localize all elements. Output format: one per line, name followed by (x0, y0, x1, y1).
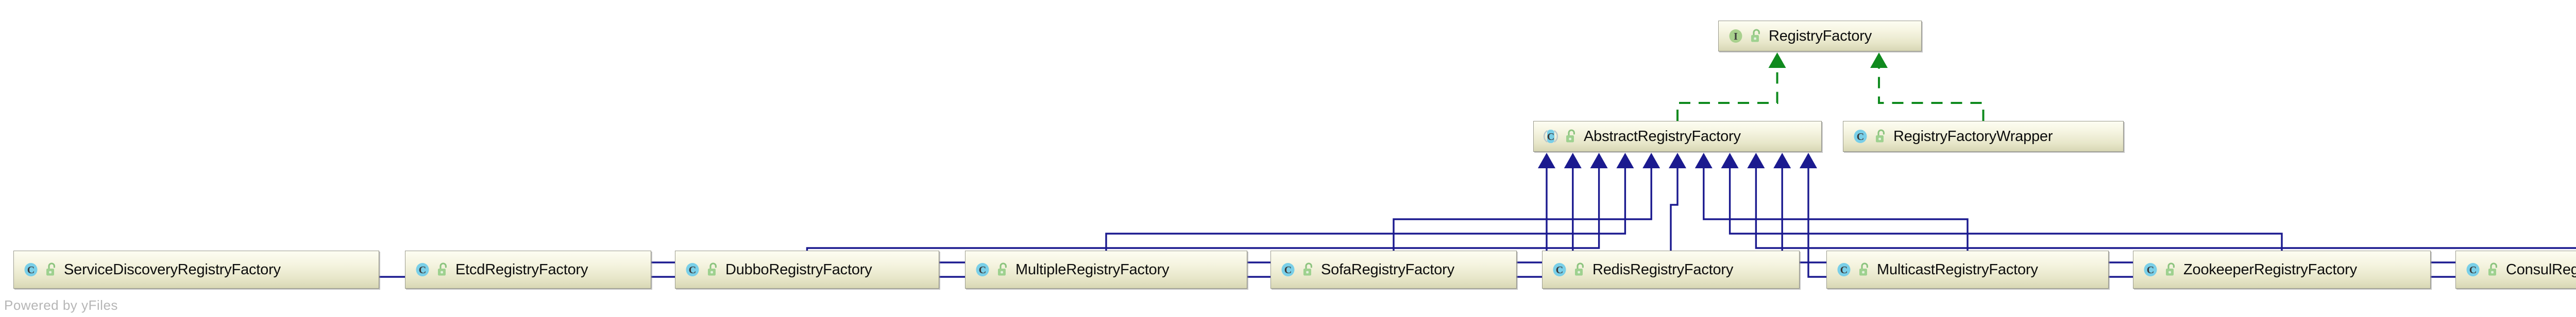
public-unlocked-padlock-icon (1857, 262, 1871, 277)
uml-node-content: C RedisRegistryFactory (1551, 261, 1799, 278)
svg-text:C: C (1284, 265, 1292, 276)
uml-node-abstract-registry-factory[interactable]: C AbstractRegistryFactory (1533, 121, 1822, 152)
implements-edge-registry-factory-wrapper (1878, 67, 1985, 121)
uml-node-content: C ServiceDiscoveryRegistryFactory (22, 261, 379, 278)
abstract-class-badge-icon: C (1542, 128, 1560, 145)
uml-node-label: ServiceDiscoveryRegistryFactory (64, 261, 281, 278)
class-badge-icon: C (1551, 261, 1568, 278)
uml-node-label: EtcdRegistryFactory (455, 261, 588, 278)
extends-edge-zookeeper-registry-factory (1728, 167, 2283, 251)
uml-node-sofa-registry-factory[interactable]: C SofaRegistryFactory (1270, 251, 1517, 289)
svg-text:C: C (1556, 265, 1563, 276)
extends-arrowhead-dubbo-registry-factory (1590, 153, 1608, 168)
svg-text:C: C (1857, 131, 1864, 143)
extends-edge-etcd-registry-factory (527, 167, 1574, 263)
class-badge-icon: C (1279, 261, 1297, 278)
uml-node-label: AbstractRegistryFactory (1584, 128, 1741, 145)
extends-edge-consul-registry-factory (1755, 167, 2576, 249)
svg-text:C: C (27, 265, 35, 276)
uml-node-label: RedisRegistryFactory (1592, 261, 1734, 278)
class-badge-icon: C (684, 261, 701, 278)
public-unlocked-padlock-icon (1573, 262, 1586, 277)
svg-text:C: C (2469, 265, 2477, 276)
extends-edge-multicast-registry-factory (1703, 167, 1969, 251)
uml-node-multicast-registry-factory[interactable]: C MulticastRegistryFactory (1826, 251, 2109, 289)
uml-node-label: DubboRegistryFactory (725, 261, 872, 278)
uml-node-etcd-registry-factory[interactable]: C EtcdRegistryFactory (405, 251, 651, 289)
uml-node-label: MulticastRegistryFactory (1877, 261, 2038, 278)
class-badge-icon: C (414, 261, 431, 278)
uml-node-content: C MultipleRegistryFactory (974, 261, 1247, 278)
extends-arrowhead-abstract-registry-factory-deprecated (1773, 153, 1791, 168)
extends-arrowhead-zookeeper-registry-factory (1721, 153, 1739, 168)
uml-node-content: C RegistryFactoryWrapper (1852, 128, 2123, 145)
extends-edge-dubbo-registry-factory (806, 167, 1600, 251)
implements-arrowhead-abstract-registry-factory (1768, 52, 1786, 68)
uml-node-content: C SofaRegistryFactory (1279, 261, 1516, 278)
uml-node-label: RegistryFactory (1769, 27, 1872, 44)
public-unlocked-padlock-icon (2486, 262, 2500, 277)
uml-node-consul-registry-factory[interactable]: C ConsulRegistryFactory (2455, 251, 2576, 289)
extends-edge-sofa-registry-factory (1393, 167, 1652, 251)
extends-arrowhead-etcd-registry-factory (1564, 153, 1582, 168)
uml-node-service-discovery-registry-factory[interactable]: C ServiceDiscoveryRegistryFactory (13, 251, 379, 289)
implements-edge-abstract-registry-factory (1676, 67, 1778, 121)
uml-node-content: C AbstractRegistryFactory (1542, 128, 1821, 145)
svg-text:C: C (1840, 265, 1848, 276)
extends-edge-multiple-registry-factory (1105, 167, 1626, 251)
uml-node-dubbo-registry-factory[interactable]: C DubboRegistryFactory (675, 251, 939, 289)
extends-arrowhead-service-discovery-registry-factory (1538, 153, 1555, 168)
extends-arrowhead-multicast-registry-factory (1694, 153, 1713, 168)
extends-edge-redis-registry-factory (1670, 167, 1679, 251)
uml-node-content: I RegistryFactory (1727, 27, 1921, 45)
extends-arrowhead-consul-registry-factory (1747, 153, 1765, 168)
extends-arrowhead-sofa-registry-factory (1642, 153, 1660, 168)
uml-node-content: C ZookeeperRegistryFactory (2142, 261, 2430, 278)
public-unlocked-padlock-icon (1874, 129, 1887, 144)
uml-node-zookeeper-registry-factory[interactable]: C ZookeeperRegistryFactory (2133, 251, 2431, 289)
public-unlocked-padlock-icon (44, 262, 58, 277)
public-unlocked-padlock-icon (1564, 129, 1578, 144)
uml-node-registry-factory[interactable]: I RegistryFactory (1718, 21, 1922, 51)
uml-node-label: MultipleRegistryFactory (1015, 261, 1170, 278)
uml-node-label: SofaRegistryFactory (1321, 261, 1454, 278)
uml-node-label: ConsulRegistryFactory (2506, 261, 2576, 278)
yfiles-watermark: Powered by yFiles (4, 297, 118, 313)
class-badge-icon: C (2464, 261, 2482, 278)
svg-text:C: C (2147, 265, 2154, 276)
class-badge-icon: C (2142, 261, 2159, 278)
public-unlocked-padlock-icon (436, 262, 449, 277)
svg-text:C: C (979, 265, 986, 276)
class-badge-icon: C (1835, 261, 1853, 278)
class-badge-icon: C (974, 261, 991, 278)
svg-text:C: C (689, 265, 696, 276)
uml-node-redis-registry-factory[interactable]: C RedisRegistryFactory (1542, 251, 1800, 289)
uml-node-multiple-registry-factory[interactable]: C MultipleRegistryFactory (965, 251, 1247, 289)
public-unlocked-padlock-icon (706, 262, 719, 277)
uml-node-content: C MulticastRegistryFactory (1835, 261, 2108, 278)
class-badge-icon: C (1852, 128, 1869, 145)
svg-text:C: C (1547, 131, 1554, 143)
uml-node-registry-factory-wrapper[interactable]: C RegistryFactoryWrapper (1843, 121, 2124, 152)
svg-text:I: I (1734, 31, 1738, 42)
uml-node-content: C ConsulRegistryFactory (2464, 261, 2576, 278)
public-unlocked-padlock-icon (1301, 262, 1315, 277)
public-unlocked-padlock-icon (996, 262, 1009, 277)
extends-arrowhead-redis-registry-factory (1669, 153, 1686, 168)
public-unlocked-padlock-icon (1749, 28, 1762, 44)
uml-node-content: C DubboRegistryFactory (684, 261, 939, 278)
implements-arrowhead-registry-factory-wrapper (1870, 52, 1888, 68)
class-badge-icon: C (22, 261, 40, 278)
svg-text:C: C (419, 265, 426, 276)
public-unlocked-padlock-icon (2164, 262, 2177, 277)
extends-edge-abstract-registry-factory-deprecated (1781, 167, 2576, 263)
uml-node-label: ZookeeperRegistryFactory (2183, 261, 2357, 278)
interface-badge-icon: I (1727, 27, 1744, 45)
extends-arrowhead-multiple-registry-factory (1616, 153, 1634, 168)
uml-node-content: C EtcdRegistryFactory (414, 261, 651, 278)
extends-arrowhead-nacos-registry-factory (1800, 153, 1817, 168)
uml-node-label: RegistryFactoryWrapper (1893, 128, 2053, 145)
